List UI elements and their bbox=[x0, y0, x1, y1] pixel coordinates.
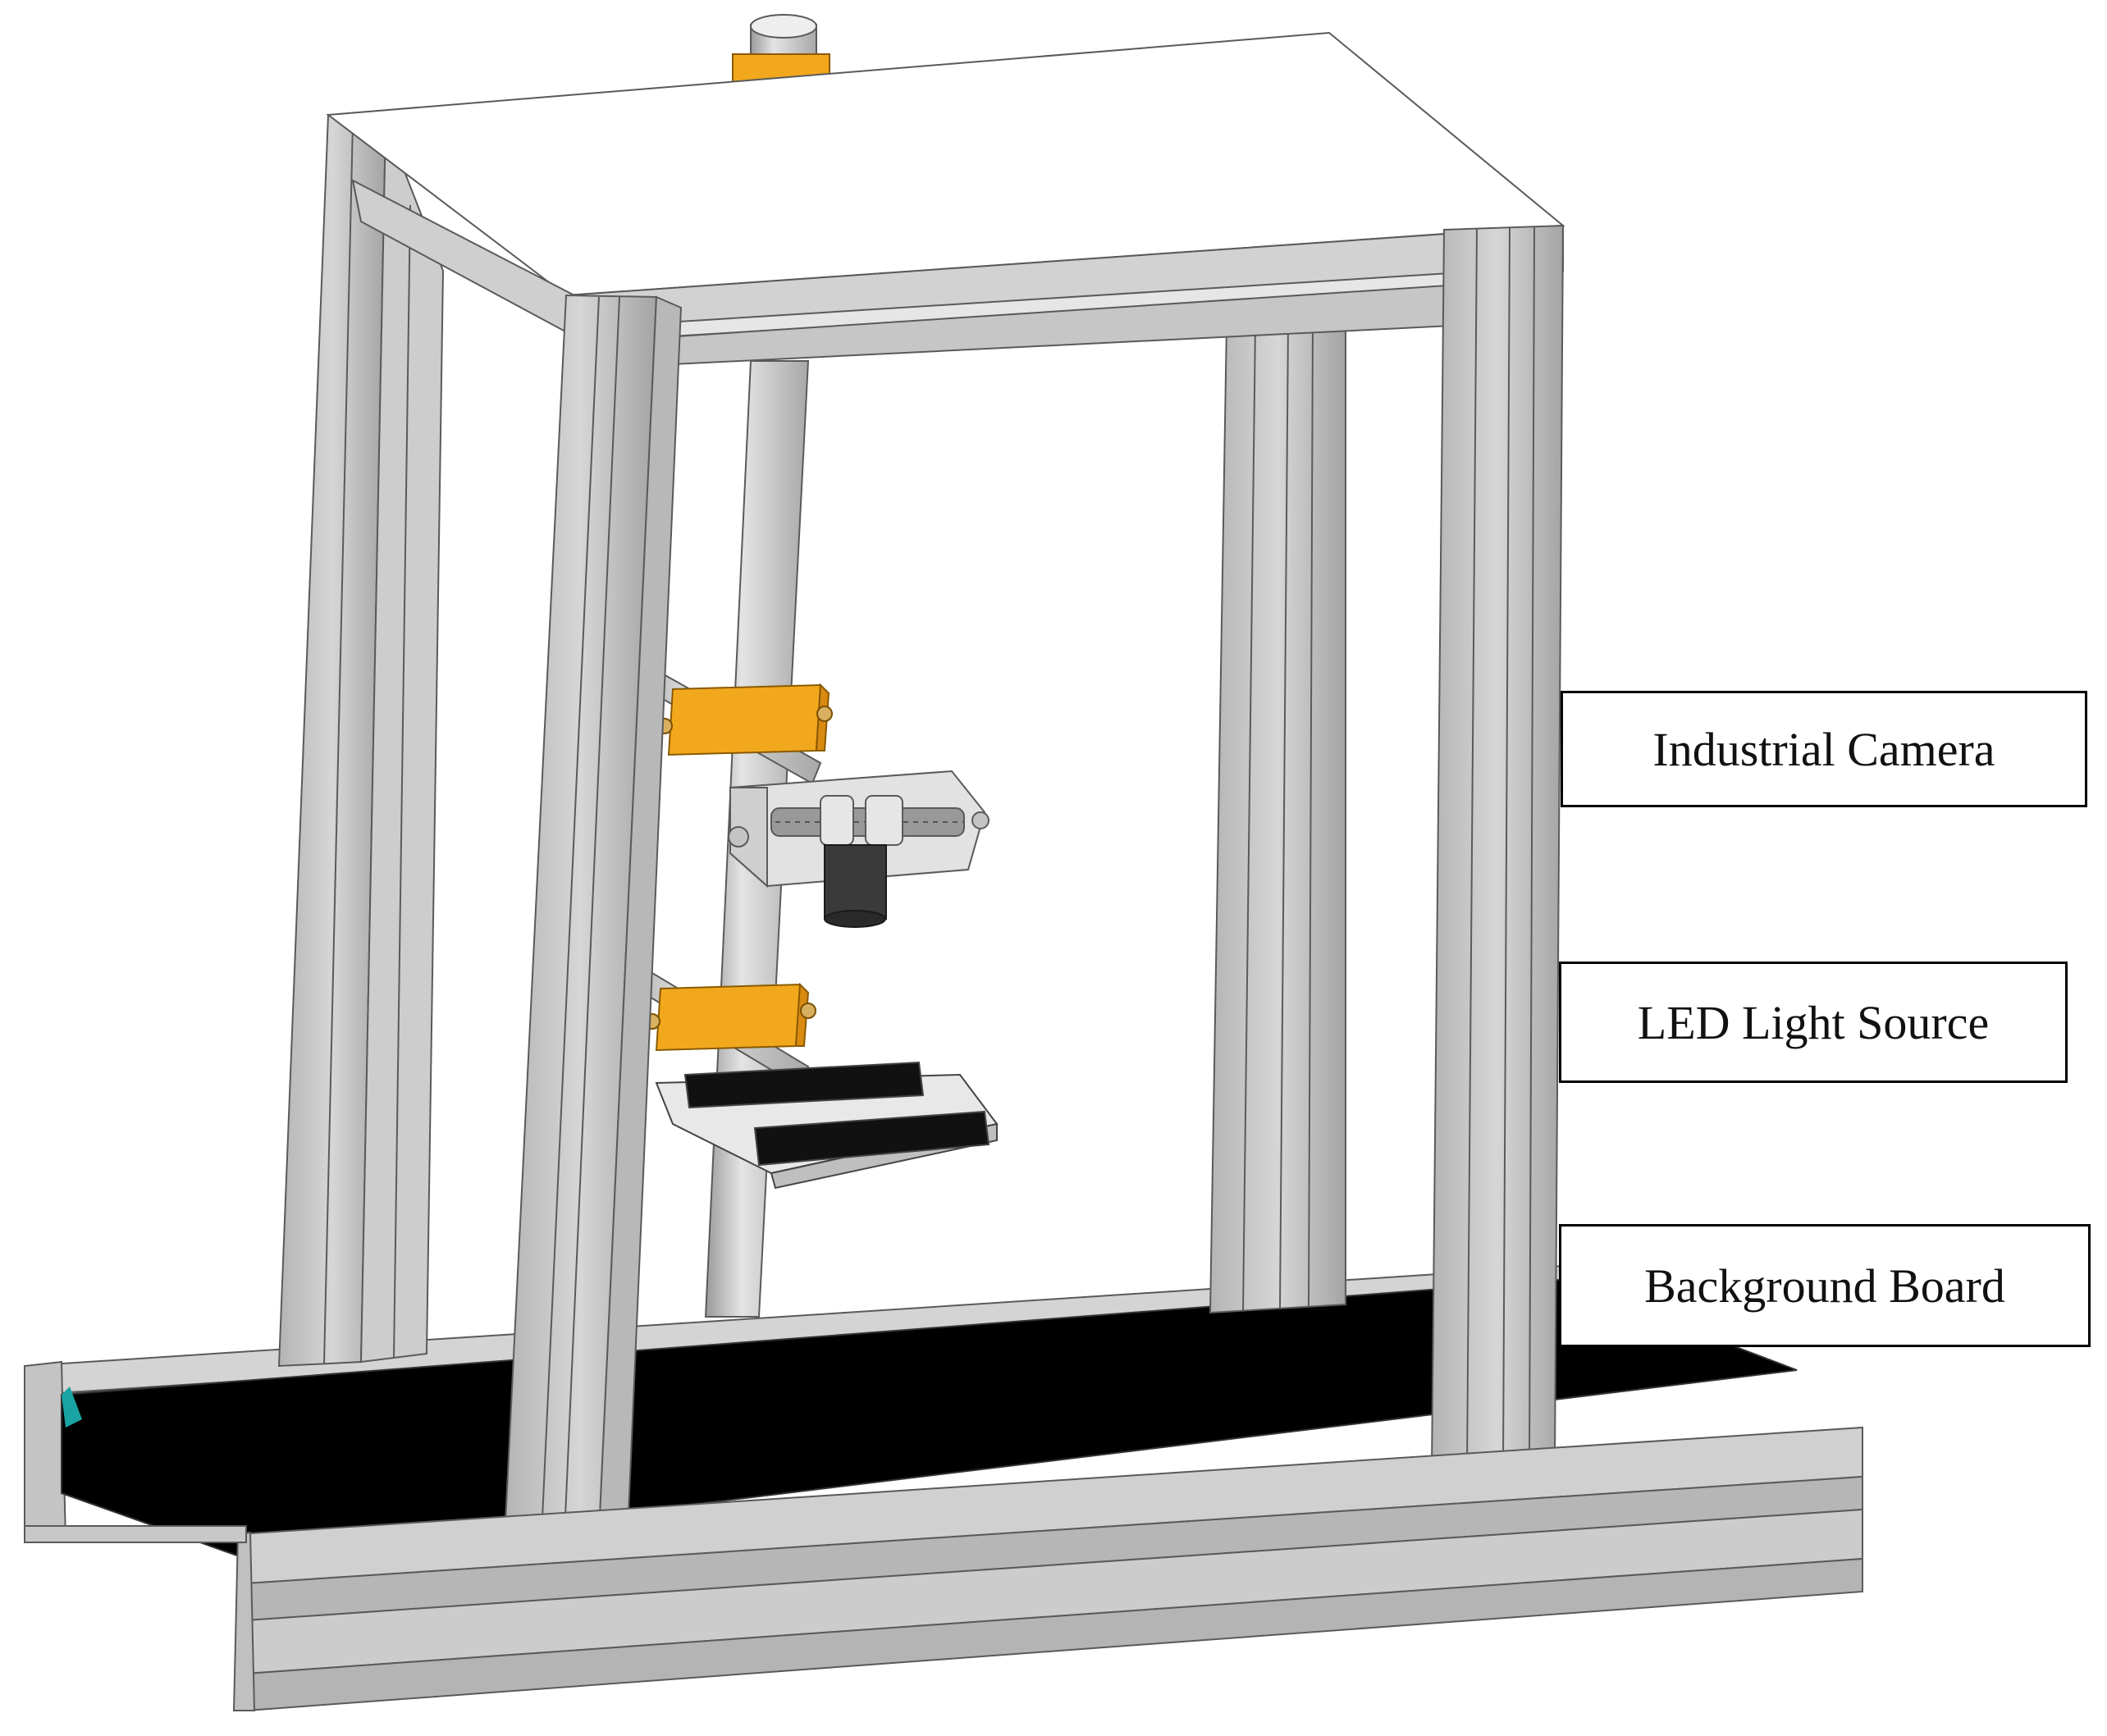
led-light-bar-icon bbox=[655, 1061, 999, 1190]
upper-arm-assembly bbox=[622, 655, 833, 785]
frame-back-right-post bbox=[1209, 320, 1346, 1314]
camera-bracket bbox=[728, 770, 990, 889]
label-background-board: Background Board bbox=[1559, 1224, 2091, 1347]
frame-front-right-post bbox=[1430, 224, 1565, 1470]
label-led-light-source: LED Light Source bbox=[1559, 962, 2068, 1083]
label-industrial-camera: Industrial Camera bbox=[1561, 691, 2087, 807]
top-panel bbox=[326, 31, 1565, 367]
frame-front-left-post bbox=[503, 294, 683, 1540]
lower-arm-assembly bbox=[614, 954, 816, 1089]
base-rails-front bbox=[24, 1426, 1863, 1712]
industrial-camera-icon bbox=[824, 844, 887, 928]
frame-back-left-post bbox=[277, 113, 445, 1368]
